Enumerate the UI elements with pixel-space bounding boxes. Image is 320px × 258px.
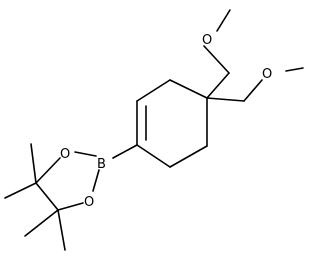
bond-o-ring-top-c-left bbox=[35, 157, 61, 184]
bond-c-right-methyl-left bbox=[24, 209, 59, 237]
bond-c-left-methyl-left bbox=[4, 182, 37, 199]
bond-ring-c1-c6 bbox=[136, 144, 171, 168]
bond-o-right-ch2 bbox=[243, 79, 263, 102]
atom-label-o-top: O bbox=[202, 33, 212, 48]
bond-o-ring-bottom-c-right bbox=[57, 202, 84, 211]
bond-boron-o-ring-bottom bbox=[92, 169, 100, 192]
bond-c-left-methyl-up bbox=[30, 143, 37, 184]
atom-label-o-ring-bottom: O bbox=[84, 195, 94, 210]
bond-ch2-quaternary-upper bbox=[206, 72, 230, 99]
bond-methyl-o-top bbox=[216, 9, 231, 32]
atom-label-o-right: O bbox=[262, 67, 272, 82]
bond-ch2-quaternary-right bbox=[206, 97, 245, 102]
bond-methyl-o-right bbox=[285, 67, 304, 72]
bond-ring-c6-c5 bbox=[169, 145, 208, 168]
chemical-structure-diagram: O O B O O bbox=[4, 9, 304, 251]
atom-label-boron: B bbox=[97, 157, 106, 172]
atom-label-o-ring-top: O bbox=[60, 147, 70, 162]
bond-c-right-methyl-down bbox=[57, 209, 66, 251]
bond-ring-c3-c2 bbox=[136, 79, 171, 102]
bond-boron-o-ring-top bbox=[74, 151, 97, 157]
bond-ring-c4-c3 bbox=[169, 79, 208, 99]
bond-o-top-ch2 bbox=[203, 45, 230, 74]
bond-c-left-c-right bbox=[35, 182, 59, 211]
bond-c1-boron bbox=[112, 144, 138, 159]
